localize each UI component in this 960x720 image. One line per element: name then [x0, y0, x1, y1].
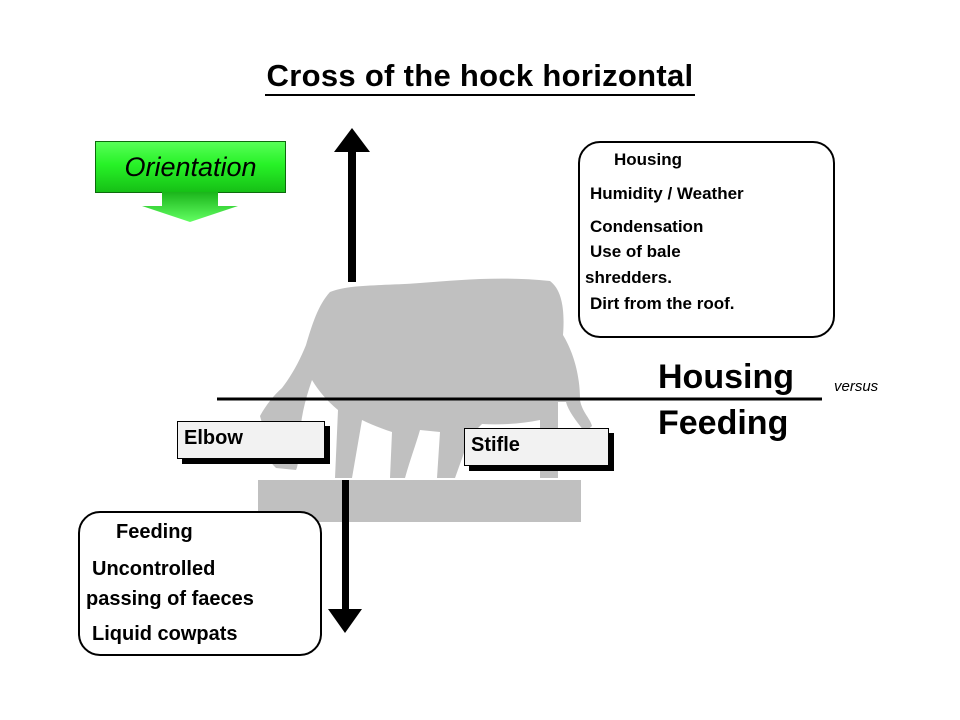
legend-feeding: Feeding: [658, 404, 789, 442]
housing-line-4: Use of bale: [590, 242, 681, 261]
housing-factors-box: Housing Humidity / Weather Condensation …: [578, 141, 835, 338]
elbow-label: Elbow: [177, 421, 325, 459]
housing-line-3: Condensation: [590, 217, 704, 236]
feeding-line-1: Feeding: [116, 521, 193, 543]
feeding-line-4: Liquid cowpats: [92, 623, 238, 645]
housing-line-6: Dirt from the roof.: [590, 294, 735, 313]
page-title: Cross of the hock horizontal: [0, 58, 960, 96]
orientation-label: Orientation: [124, 151, 257, 182]
orientation-box: Orientation: [95, 141, 286, 193]
legend-versus: versus: [834, 378, 879, 395]
stifle-label: Stifle: [464, 428, 609, 466]
housing-line-1: Housing: [614, 150, 682, 169]
legend-housing: Housing: [658, 358, 794, 396]
housing-line-2: Humidity / Weather: [590, 184, 744, 203]
elbow-label-text: Elbow: [184, 427, 243, 449]
housing-line-5: shredders.: [585, 268, 672, 287]
down-arrow-icon: [328, 480, 362, 633]
feeding-factors-box: Feeding Uncontrolled passing of faeces L…: [78, 511, 322, 656]
cow-silhouette: [258, 278, 592, 522]
feeding-line-2: Uncontrolled: [92, 558, 216, 580]
up-arrow-icon: [334, 128, 370, 282]
feeding-line-3: passing of faeces: [86, 588, 254, 610]
stifle-label-text: Stifle: [471, 434, 520, 456]
orientation-down-arrow-icon: [142, 192, 238, 222]
